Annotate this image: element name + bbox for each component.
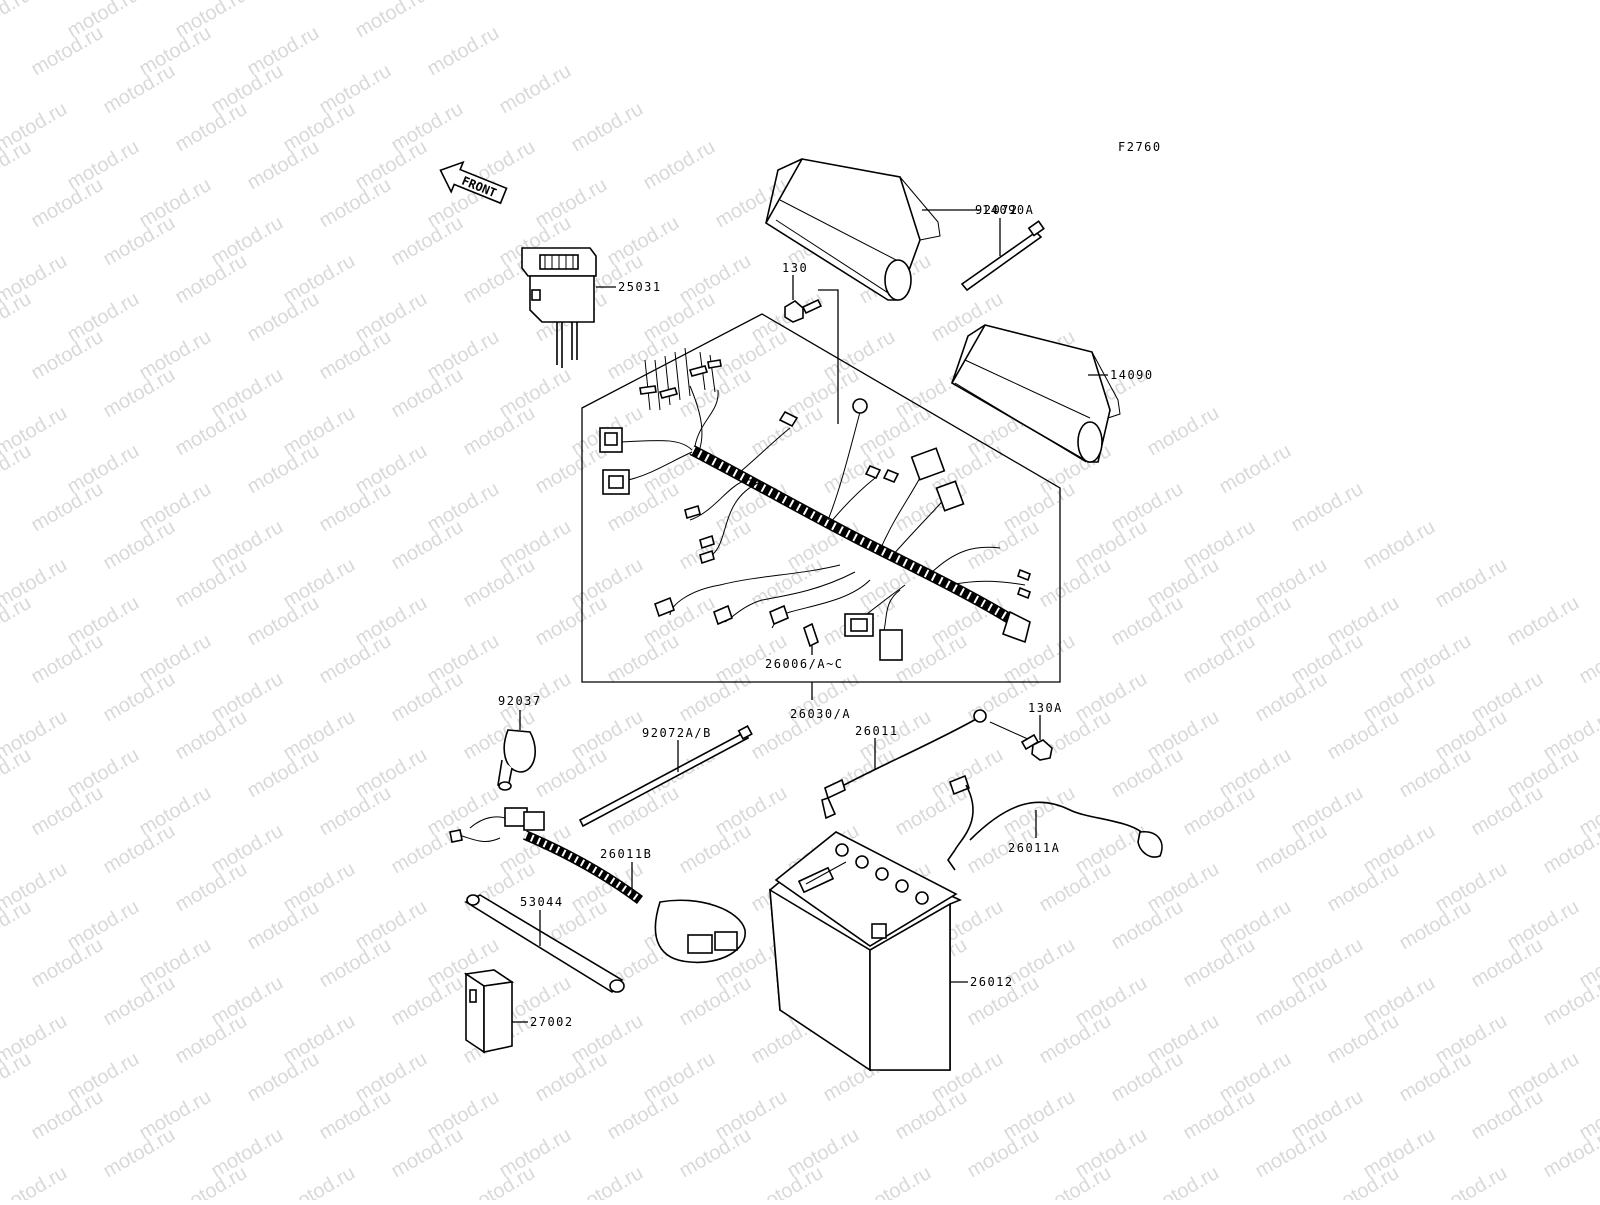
part-25031-hour-meter bbox=[522, 248, 596, 368]
watermark-text: motod.ru bbox=[1288, 478, 1367, 537]
label-92072AB: 92072A/B bbox=[642, 726, 712, 740]
watermark-text: motod.ru bbox=[352, 0, 431, 42]
watermark-text: motod.ru bbox=[280, 0, 359, 4]
label-26006: 26006/A~C bbox=[765, 657, 844, 671]
label-130A: 130A bbox=[1028, 701, 1063, 715]
watermark-text: motod.ru bbox=[1144, 402, 1223, 461]
watermark-text: motod.ru bbox=[1432, 1162, 1511, 1200]
watermark-text: motod.ru bbox=[1216, 440, 1295, 499]
label-130: 130 bbox=[782, 261, 808, 275]
watermark-text: motod.ru bbox=[1144, 1162, 1223, 1200]
figure-code: F2760 bbox=[1118, 140, 1162, 154]
part-26006-fuse bbox=[804, 624, 818, 646]
label-25031: 25031 bbox=[618, 280, 662, 294]
part-92072-cable-tie bbox=[962, 221, 1044, 290]
watermark-text: motod.ru bbox=[1576, 630, 1600, 689]
watermark-text: motod.ru bbox=[1360, 516, 1439, 575]
label-92037: 92037 bbox=[498, 694, 542, 708]
label-26011A: 26011A bbox=[1008, 841, 1060, 855]
watermark-text: motod.ru bbox=[1540, 972, 1600, 1031]
watermark-text: motod.ru bbox=[424, 22, 503, 81]
watermark-text: motod.ru bbox=[0, 0, 35, 42]
label-26012: 26012 bbox=[970, 975, 1014, 989]
label-53044: 53044 bbox=[520, 895, 564, 909]
watermark-text: motod.ru bbox=[856, 1162, 935, 1200]
part-27002-relay bbox=[466, 970, 512, 1052]
label-26011: 26011 bbox=[855, 724, 899, 738]
watermark-text: motod.ru bbox=[0, 1162, 71, 1200]
watermark-text: motod.ru bbox=[496, 60, 575, 119]
watermark-text: motod.ru bbox=[1540, 820, 1600, 879]
label-26011B: 26011B bbox=[600, 847, 652, 861]
watermark-text: motod.ru bbox=[1504, 592, 1583, 651]
watermark-text: motod.ru bbox=[280, 1162, 359, 1200]
label-27002: 27002 bbox=[530, 1015, 574, 1029]
watermark-text: motod.ru bbox=[640, 136, 719, 195]
label-92072: 92072 bbox=[975, 203, 1019, 217]
watermark-text: motod.ru bbox=[568, 1162, 647, 1200]
label-26030: 26030/A bbox=[790, 707, 851, 721]
watermark-text: motod.ru bbox=[1540, 1124, 1600, 1183]
watermark-text: motod.ru bbox=[1432, 554, 1511, 613]
label-14090: 14090 bbox=[1110, 368, 1154, 382]
watermark-text: motod.ru bbox=[568, 98, 647, 157]
